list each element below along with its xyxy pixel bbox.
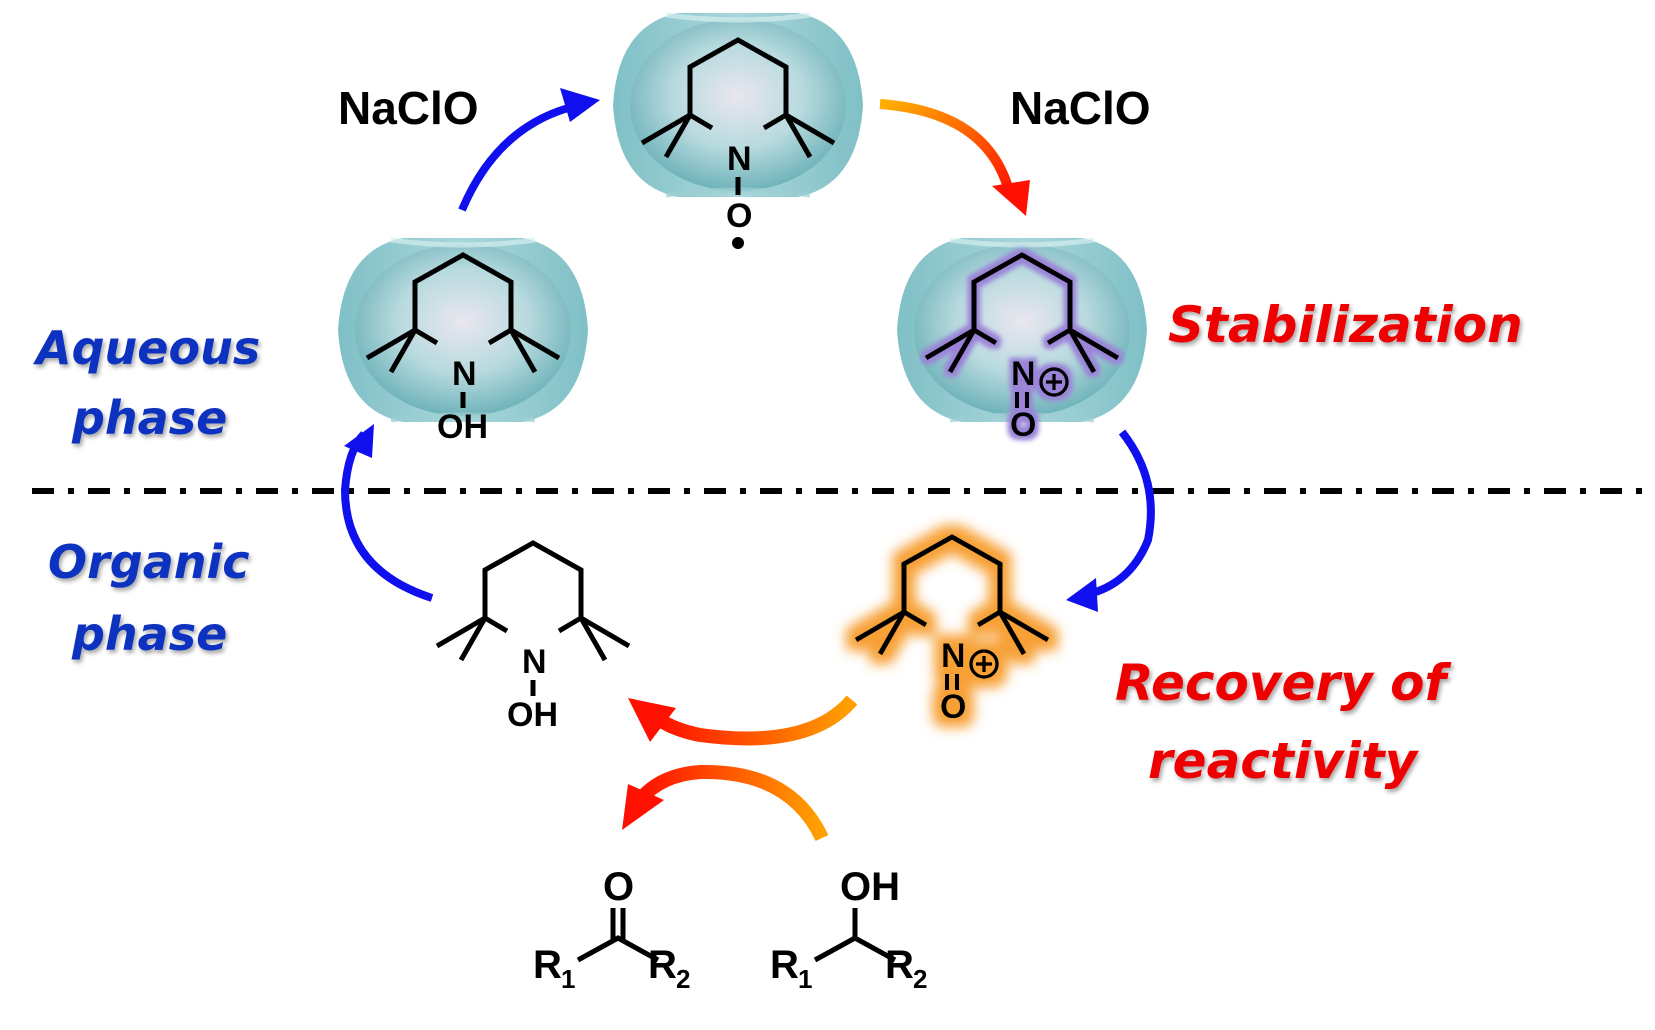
stabilization-label: Stabilization: [1168, 296, 1523, 354]
molecule-ketone: O R 1 R 2: [533, 865, 690, 994]
arrow-top-to-right: [879, 99, 1030, 216]
organic-phase-label-1: Organic: [48, 535, 250, 589]
arrow-alcohol-to-ketone: [622, 764, 829, 842]
arrow-right-down-to-organic: [1066, 429, 1155, 612]
positive-charge-icon: [969, 649, 999, 679]
arrow-organic-to-aqueous: [340, 424, 434, 602]
atom-r2-subscript: 2: [913, 964, 927, 994]
arrow-left-up-to-top: [458, 88, 600, 212]
atom-r1-subscript: 1: [561, 964, 575, 994]
atom-r2: R: [885, 943, 914, 987]
atom-oh: OH: [507, 696, 558, 734]
radical-dot-icon: [732, 237, 744, 249]
atom-r1: R: [533, 943, 562, 987]
aqueous-phase-label-2: phase: [71, 391, 227, 445]
molecule-alcohol: OH R 1 R 2: [770, 865, 927, 994]
atom-n: N: [1011, 355, 1036, 393]
atom-oh: OH: [840, 865, 900, 909]
aqueous-phase-label-1: Aqueous: [33, 321, 260, 375]
reagent-label-right: NaClO: [1010, 82, 1151, 134]
atom-o: O: [940, 688, 966, 726]
recovery-label-1: Recovery of: [1115, 654, 1451, 712]
molecule-right-oxoammonium: N O: [897, 238, 1147, 444]
reagent-label-left: NaClO: [338, 82, 479, 134]
recovery-label-2: reactivity: [1148, 732, 1420, 790]
atom-r1-subscript: 1: [798, 964, 812, 994]
atom-o: O: [603, 865, 634, 909]
molecule-bottom-oxoammonium: N O: [856, 537, 1048, 726]
atom-n: N: [452, 355, 477, 393]
positive-charge-icon: [1039, 367, 1069, 397]
atom-r2-subscript: 2: [676, 964, 690, 994]
atom-n: N: [522, 643, 547, 681]
atom-r1: R: [770, 943, 799, 987]
molecule-bottom-hydroxylamine: N OH: [437, 543, 629, 734]
atom-n: N: [727, 140, 752, 178]
molecule-left-hydroxylamine: N OH: [338, 238, 588, 446]
atom-oh: OH: [437, 408, 488, 446]
atom-o: O: [1010, 406, 1036, 444]
atom-r2: R: [648, 943, 677, 987]
atom-o: O: [726, 197, 752, 235]
organic-phase-label-2: phase: [71, 607, 227, 661]
atom-n: N: [941, 637, 966, 675]
arrow-oxoammonium-to-hydroxylamine: [628, 695, 858, 746]
molecule-top-radical: N O: [613, 13, 863, 249]
